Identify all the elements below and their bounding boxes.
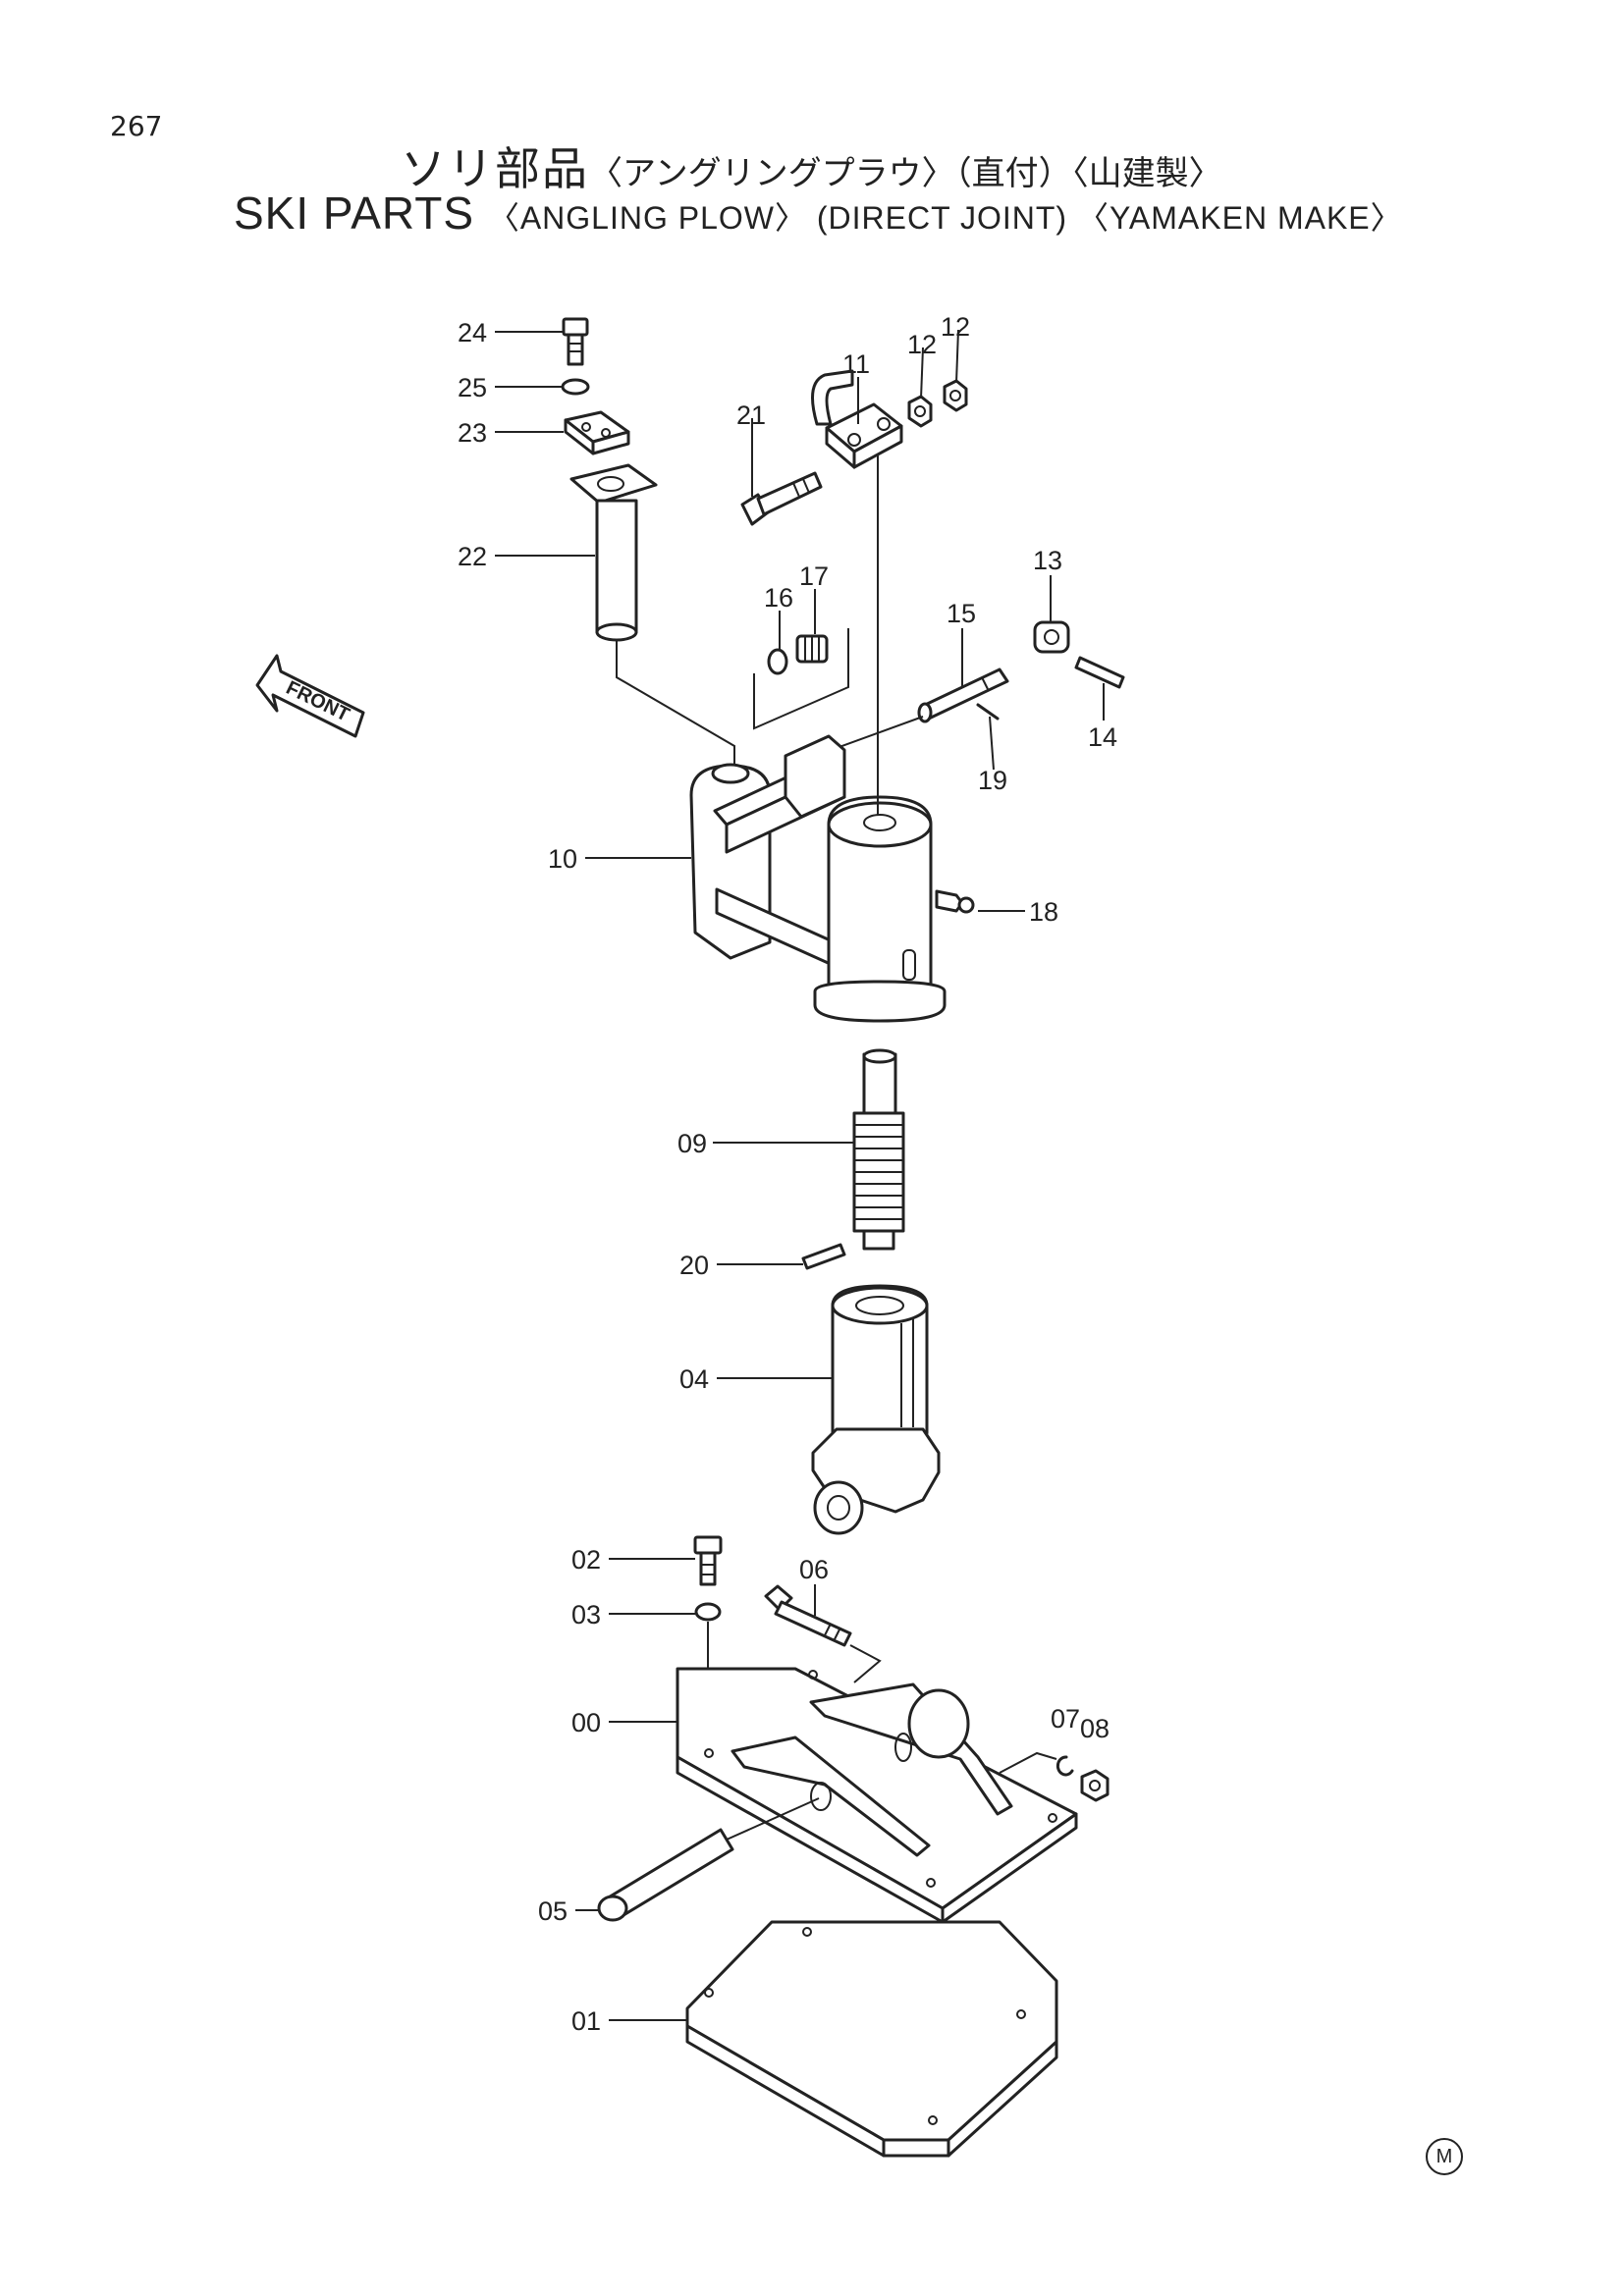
callout-13: 13 <box>1033 546 1062 575</box>
callout-05: 05 <box>538 1896 568 1926</box>
ski-base-00 <box>676 1667 1078 1924</box>
marking-badge: M <box>1426 2138 1463 2175</box>
callout-03: 03 <box>571 1600 601 1629</box>
callout-14: 14 <box>1088 722 1117 752</box>
title-english-sub: 〈ANGLING PLOW〉 (DIRECT JOINT) 〈YAMAKEN M… <box>487 200 1403 236</box>
pin-05 <box>597 1828 734 1922</box>
callout-09: 09 <box>677 1129 707 1158</box>
nut-12-a <box>907 395 933 428</box>
callout-18: 18 <box>1029 897 1058 927</box>
title-japanese-main: ソリ部品 <box>401 142 589 195</box>
spring-17 <box>795 634 829 664</box>
callout-01: 01 <box>571 2006 601 2036</box>
callout-08: 08 <box>1080 1714 1110 1743</box>
wear-plate-01 <box>685 1920 1058 2158</box>
callout-12-a: 12 <box>907 330 937 359</box>
callout-17: 17 <box>799 561 829 591</box>
callout-06: 06 <box>799 1555 829 1584</box>
plate-23 <box>564 410 630 455</box>
screw-shaft-09 <box>852 1048 905 1251</box>
front-arrow-icon: FRONT <box>255 654 365 738</box>
callout-11: 11 <box>842 349 870 379</box>
callout-15: 15 <box>947 599 976 628</box>
callout-02: 02 <box>571 1545 601 1575</box>
bolt-06 <box>764 1584 852 1647</box>
callout-21: 21 <box>736 400 766 430</box>
callout-24: 24 <box>458 318 487 347</box>
clip-07 <box>1056 1755 1074 1777</box>
cotter-19 <box>976 703 1000 721</box>
hook-bracket-11 <box>811 369 903 469</box>
callout-22: 22 <box>458 542 487 571</box>
nut-12-b <box>943 379 968 412</box>
callout-20: 20 <box>679 1251 709 1280</box>
callout-23: 23 <box>458 418 487 448</box>
callout-16: 16 <box>764 583 793 613</box>
callout-12-b: 12 <box>941 312 970 342</box>
callout-00: 00 <box>571 1708 601 1737</box>
pin-22 <box>569 463 658 642</box>
pin-20 <box>801 1243 846 1270</box>
nut-08 <box>1080 1769 1110 1802</box>
callout-07: 07 <box>1051 1704 1080 1734</box>
bolt-21 <box>740 471 823 526</box>
washer-03 <box>694 1602 722 1622</box>
title-japanese: ソリ部品〈アングリングプラウ〉（直付）〈山建製〉 <box>401 133 1222 198</box>
grease-fitting-18 <box>935 889 975 914</box>
bolt-02 <box>693 1535 723 1586</box>
collar-13 <box>1033 620 1070 654</box>
page-number: 267 <box>110 110 163 142</box>
bracket-frame-10 <box>689 734 947 1023</box>
pin-14 <box>1074 656 1125 689</box>
callout-25: 25 <box>458 373 487 402</box>
washer-25 <box>561 378 590 396</box>
tube-body-04 <box>811 1284 941 1535</box>
washer-16 <box>767 648 788 675</box>
callout-04: 04 <box>679 1364 709 1394</box>
pin-15 <box>917 667 1009 723</box>
title-japanese-sub: 〈アングリングプラウ〉（直付）〈山建製〉 <box>589 154 1222 193</box>
callout-19: 19 <box>978 766 1007 795</box>
callout-10: 10 <box>548 844 577 874</box>
title-english-main: SKI PARTS <box>234 187 475 239</box>
bolt-24 <box>562 317 589 366</box>
title-english: SKI PARTS 〈ANGLING PLOW〉 (DIRECT JOINT) … <box>234 187 1403 240</box>
